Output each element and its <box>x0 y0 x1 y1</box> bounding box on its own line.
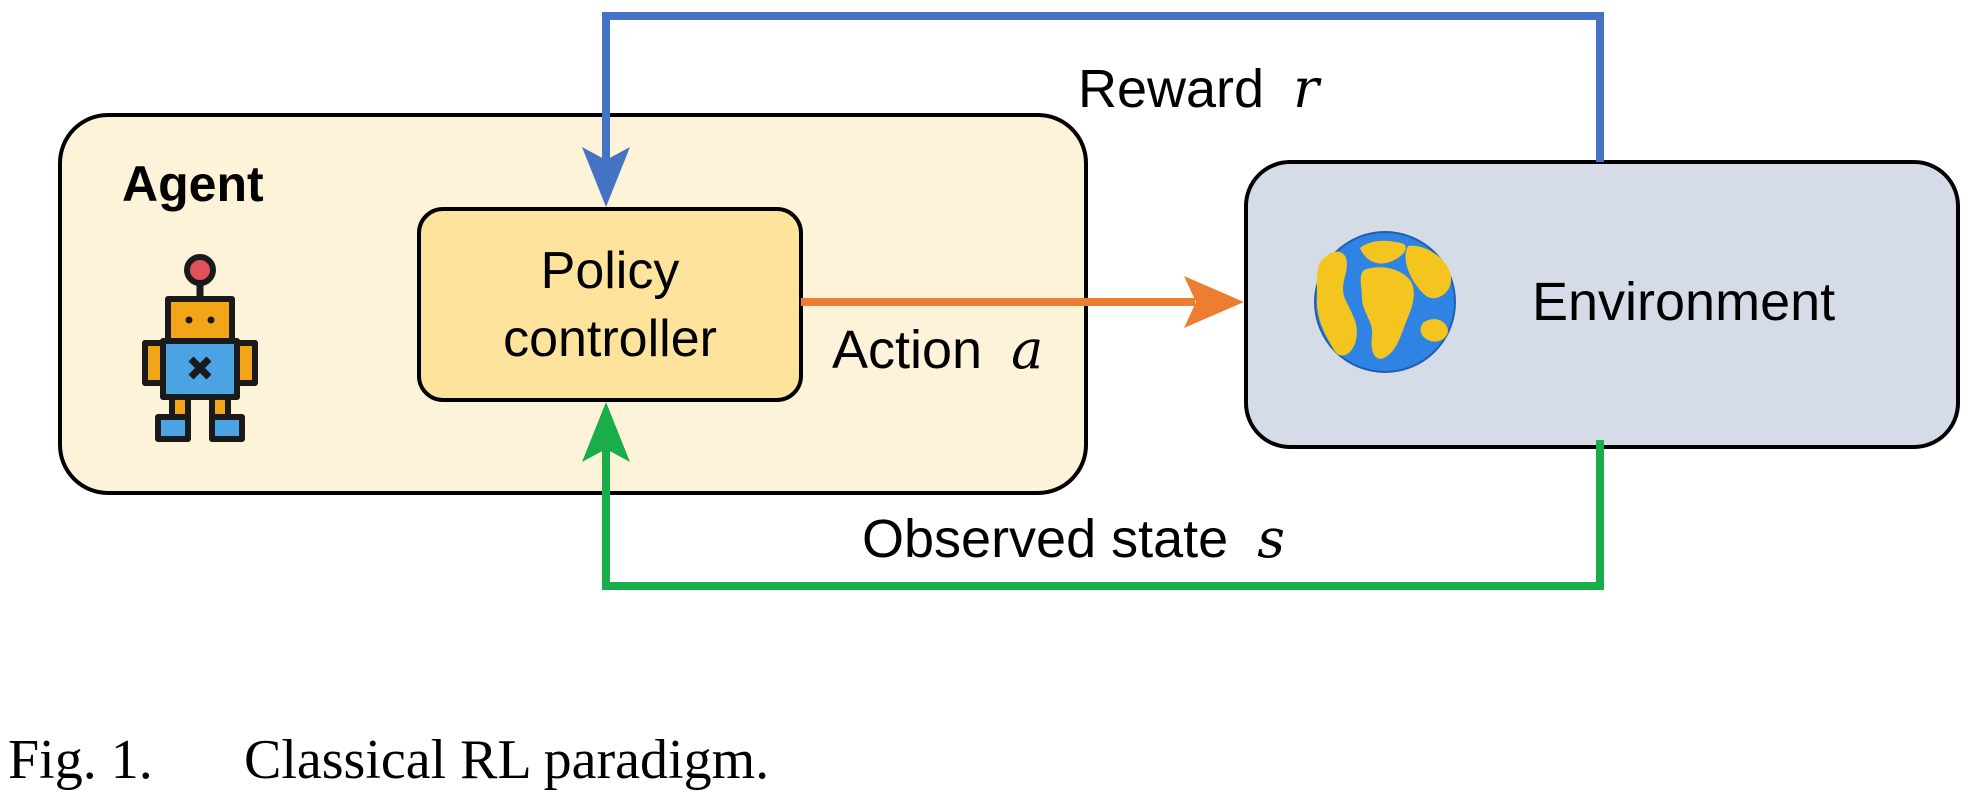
reward-label-text: Reward <box>1078 59 1264 119</box>
reward-label-symbol: r <box>1293 57 1322 120</box>
svg-text:Action a: Action a <box>832 318 1043 381</box>
svg-text:Observed state s: Observed state s <box>862 507 1285 570</box>
state-label: Observed state s <box>862 507 1285 570</box>
caption-text: Classical RL paradigm. <box>244 729 769 791</box>
policy-controller-background <box>417 207 803 402</box>
policy-controller-label-line2: controller <box>503 310 717 368</box>
robot-icon <box>142 254 258 442</box>
state-arrow: Observed state s <box>582 402 1604 590</box>
reward-arrowhead <box>582 147 630 207</box>
state-label-symbol: s <box>1257 507 1285 570</box>
policy-controller-box: Policy controller <box>417 207 803 402</box>
environment-label: Environment <box>1532 272 1835 332</box>
action-arrowhead <box>1184 276 1244 328</box>
svg-text:Reward r: Reward r <box>1078 57 1322 120</box>
action-label-symbol: a <box>1011 318 1043 381</box>
action-label-text: Action <box>832 320 982 380</box>
state-label-text: Observed state <box>862 509 1228 569</box>
globe-icon <box>1314 231 1456 373</box>
action-arrow: Action a <box>801 276 1244 381</box>
state-arrowhead <box>582 402 630 462</box>
figure-caption: Fig. 1. Classical RL paradigm. <box>8 729 769 791</box>
reward-label: Reward r <box>1078 57 1322 120</box>
agent-title: Agent <box>122 156 264 212</box>
action-label: Action a <box>832 318 1043 381</box>
caption-label: Fig. 1. <box>8 729 153 791</box>
policy-controller-label-line1: Policy <box>541 242 680 300</box>
reward-arrow: Reward r <box>582 12 1604 207</box>
